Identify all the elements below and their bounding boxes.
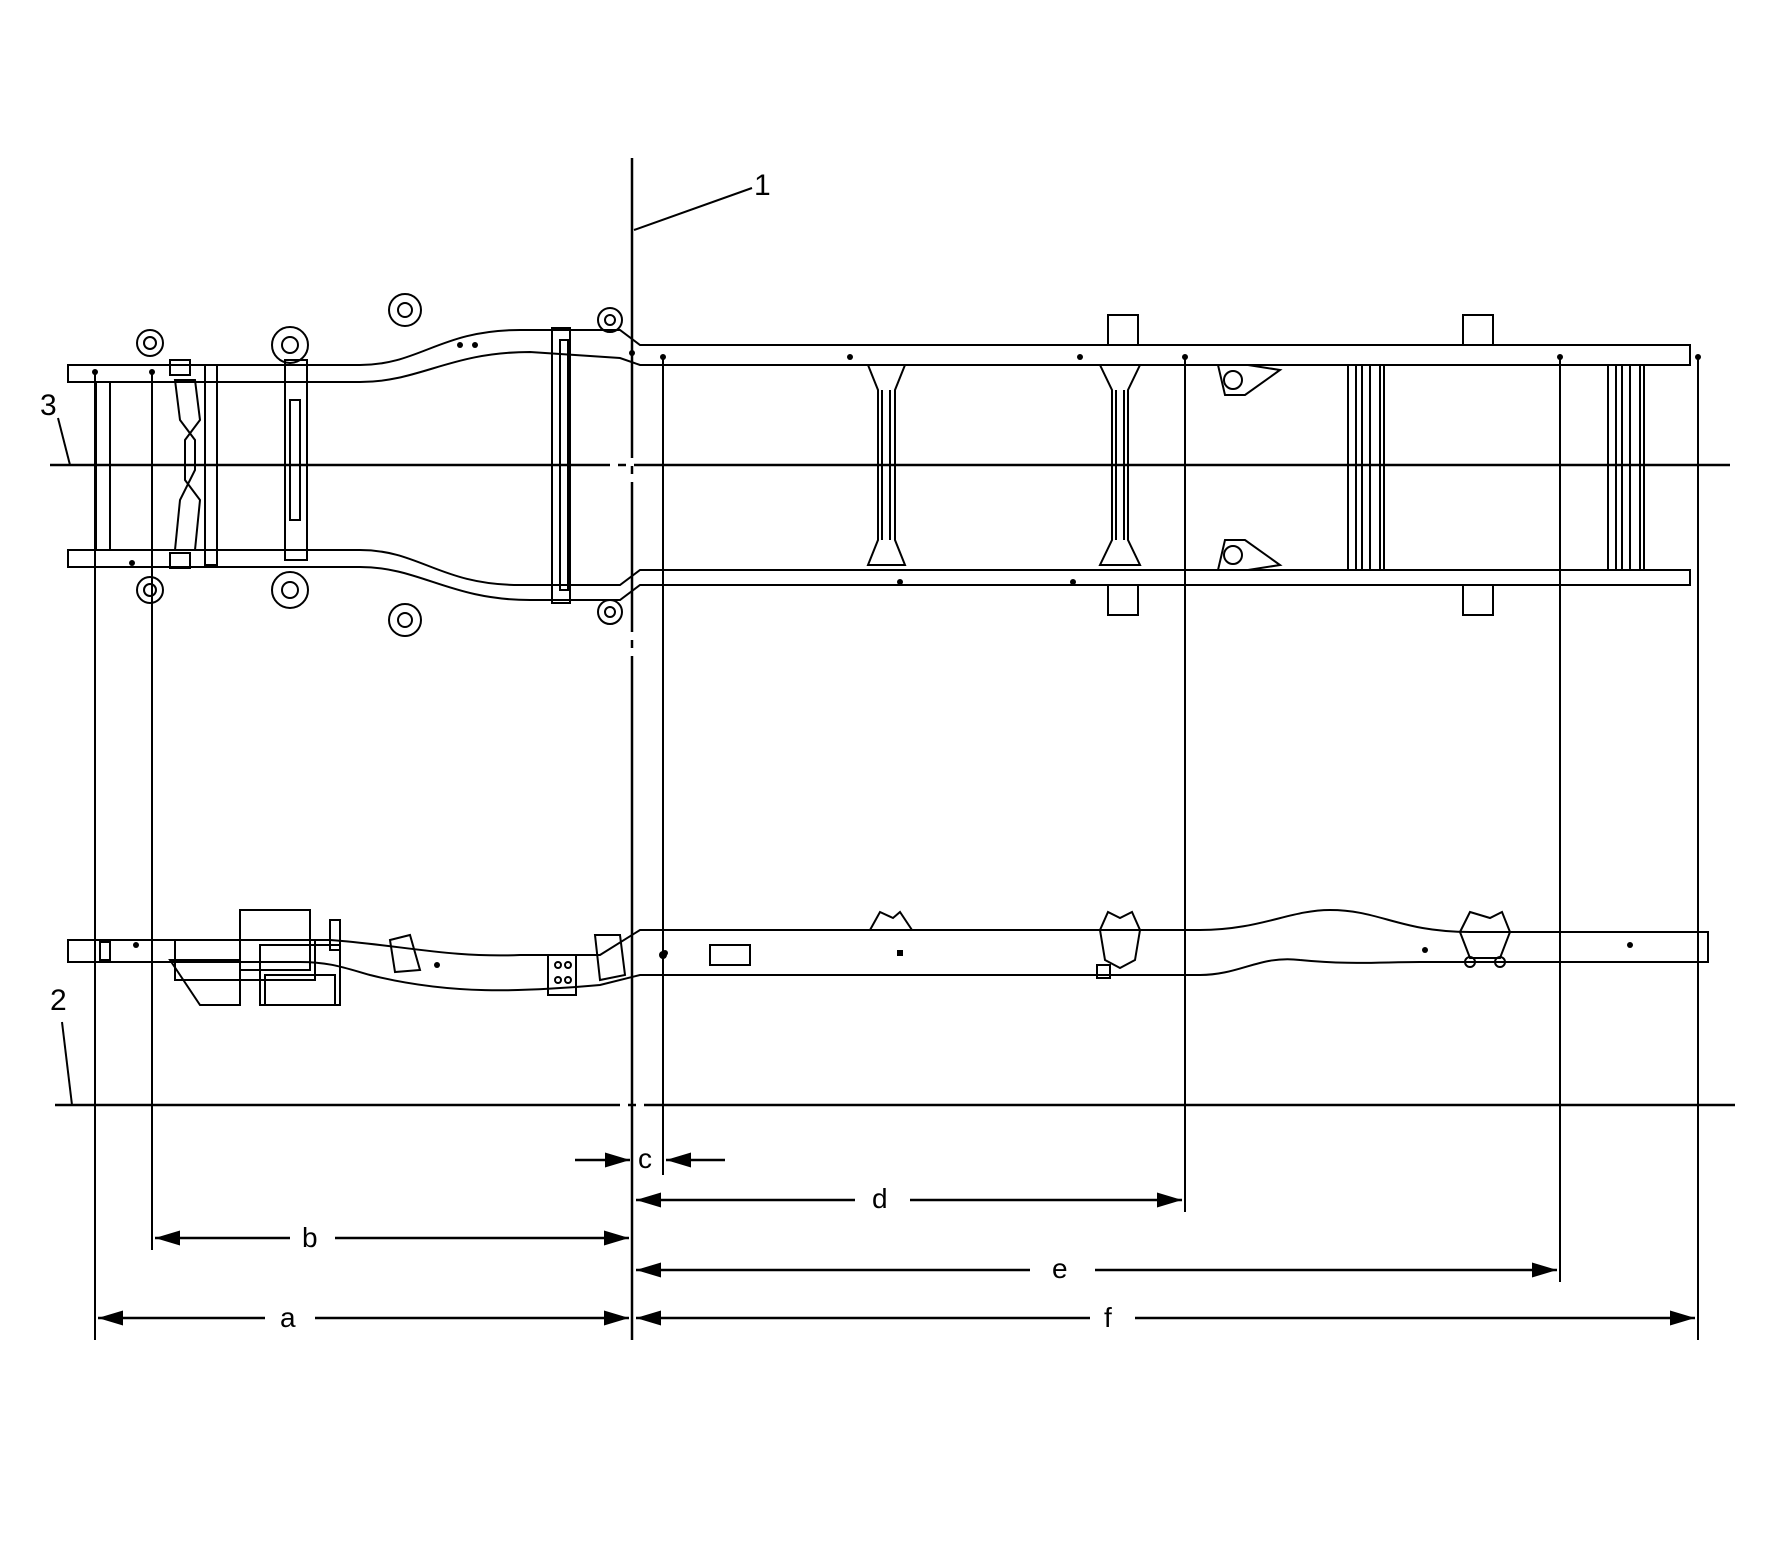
lower-frame-rail — [67, 549, 1691, 601]
callout-1-label: 1 — [754, 169, 771, 202]
callout-2-label: 2 — [50, 984, 67, 1017]
dimension-f-label: f — [1104, 1302, 1112, 1333]
extension-lines — [94, 357, 1699, 1340]
frame-side-view — [67, 908, 1709, 1006]
callout-3-leader — [57, 417, 71, 466]
dimension-a-label: a — [280, 1302, 296, 1333]
dimension-e-label: e — [1052, 1253, 1068, 1284]
dimension-c-label: c — [638, 1143, 652, 1174]
dimension-lines — [98, 1152, 1695, 1326]
callout-1-leader — [633, 187, 753, 231]
dimension-b-label: b — [302, 1222, 318, 1253]
dimension-d-label: d — [872, 1183, 888, 1214]
callout-3-label: 3 — [40, 389, 57, 422]
callout-2-leader — [61, 1021, 73, 1106]
side-frame-rail — [67, 908, 1709, 992]
frame-top-view — [50, 293, 1730, 637]
upper-frame-rail — [67, 329, 1691, 383]
